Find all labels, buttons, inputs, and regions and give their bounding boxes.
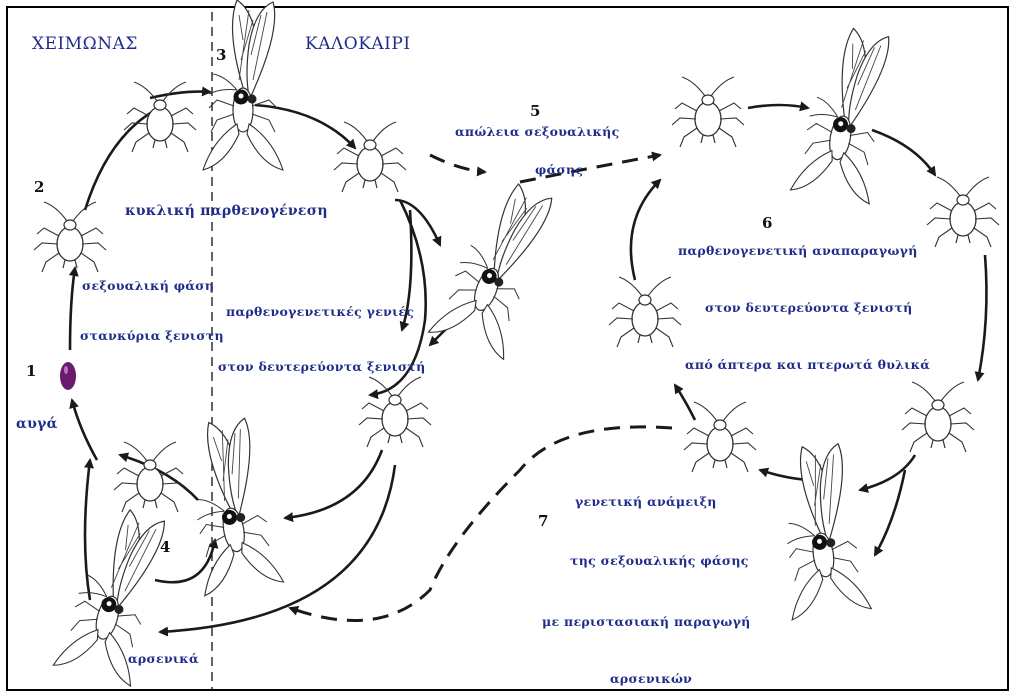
winged-aphid-icon <box>428 172 561 359</box>
step-number-4: 4 <box>160 538 170 556</box>
parthenogenetic-reproduction-label: παρθενογενετική αναπαραγωγή <box>678 243 918 258</box>
primary-host-label: στανκύρια ξενιστη <box>80 328 224 343</box>
step-number-7: 7 <box>538 512 548 530</box>
winged-aphid-icon <box>790 23 898 204</box>
step-number-6: 6 <box>762 214 772 232</box>
secondary-host-label-left: στον δευτερεύοντα ξενιστή <box>218 359 426 374</box>
step-number-3: 3 <box>216 46 226 64</box>
sexual-phase-label: σεξουαλική φάση <box>82 278 214 293</box>
secondary-host-label-right: στον δευτερεύοντα ξενιστή <box>705 300 913 315</box>
genetic-mixing-label-3: με περιστασιακή παραγωγή <box>542 614 751 629</box>
wingless-aphid-icon <box>902 382 974 452</box>
genetic-mixing-label-1: γενετική ανάμειξη <box>575 494 717 509</box>
genetic-mixing-label-4: αρσενικών <box>610 671 692 686</box>
wingless-aphid-icon <box>34 202 106 272</box>
winged-aphid-icon <box>175 415 283 596</box>
parthenogenetic-generations-label: παρθενογενετικές γενιές <box>226 304 414 319</box>
step-number-2: 2 <box>34 178 44 196</box>
wingless-aphid-icon <box>609 277 681 347</box>
step-number-5: 5 <box>530 102 540 120</box>
eggs-label: αυγά <box>16 416 58 432</box>
wingless-winged-females-label: από άπτερα και πτερωτά θυλικά <box>685 357 930 372</box>
wingless-aphid-icon <box>672 77 744 147</box>
genetic-mixing-label-2: της σεξουαλικής φάσης <box>570 553 749 568</box>
dashed-arrows <box>290 155 672 620</box>
winter-label: ΧΕΙΜΩΝΑΣ <box>32 34 138 54</box>
males-label: αρσενικά <box>128 651 199 666</box>
winged-aphid-icon <box>203 0 283 170</box>
wingless-aphid-icon <box>927 177 999 247</box>
winged-aphid-icon <box>768 440 871 619</box>
wingless-aphid-icon <box>684 402 756 472</box>
wingless-aphid-icon <box>114 442 186 512</box>
loss-sexual-phase-label-2: φάσης <box>535 162 583 177</box>
summer-label: ΚΑΛΟΚΑΙΡΙ <box>305 34 411 54</box>
wingless-aphid-icon <box>359 377 431 447</box>
wingless-aphid-icon <box>334 122 406 192</box>
step-number-1: 1 <box>26 362 36 380</box>
egg-icon <box>60 362 76 390</box>
loss-sexual-phase-label-1: απώλεια σεξουαλικής <box>455 124 619 139</box>
cyclic-parthenogenesis-label: κυκλική παρθενογένεση <box>125 203 328 219</box>
egg-highlight <box>64 366 68 374</box>
